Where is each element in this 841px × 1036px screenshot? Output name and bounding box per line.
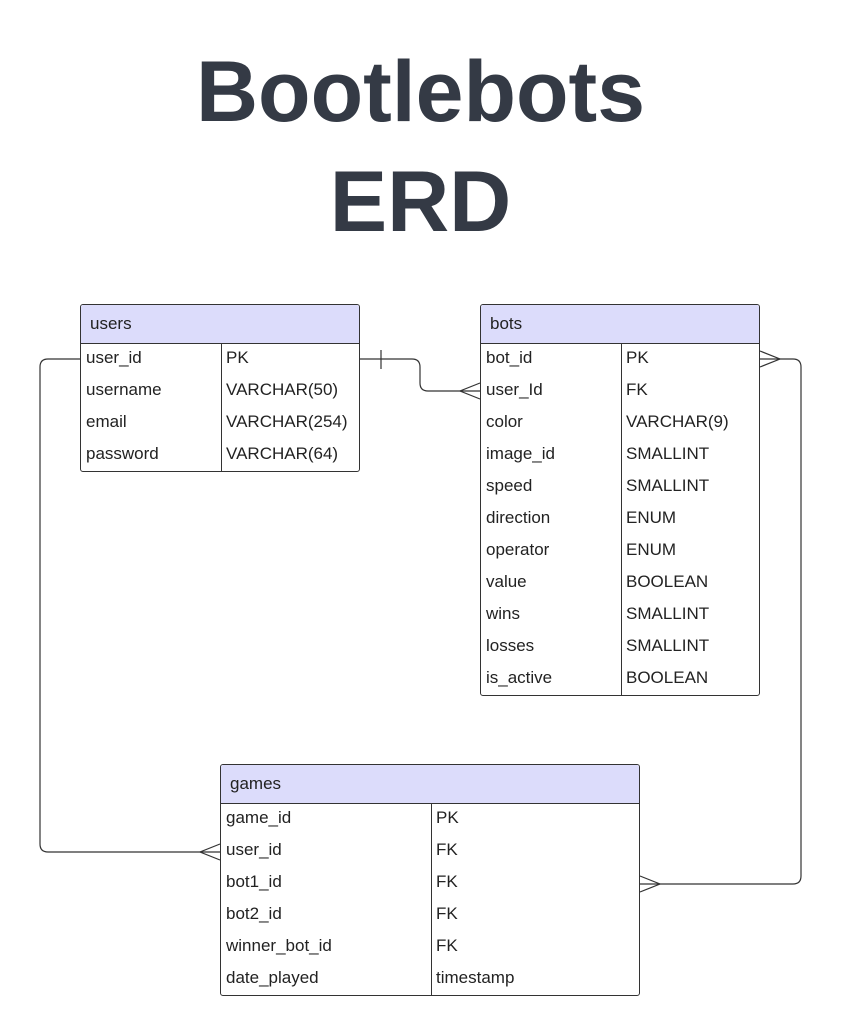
table-row: color VARCHAR(9)	[481, 409, 759, 441]
field-name: losses	[486, 636, 535, 655]
field-name: bot2_id	[226, 904, 282, 923]
table-row: bot_id PK	[481, 345, 759, 377]
rel-bots-games-line	[640, 358, 802, 885]
field-type: FK	[436, 936, 458, 955]
field-name: speed	[486, 476, 533, 495]
crowfoot-marker	[458, 382, 481, 400]
column-divider	[221, 344, 222, 471]
column-divider	[431, 804, 432, 995]
field-type: VARCHAR(64)	[226, 444, 339, 463]
table-row: losses SMALLINT	[481, 633, 759, 665]
field-type: BOOLEAN	[626, 668, 709, 687]
table-row: is_active BOOLEAN	[481, 665, 759, 695]
table-row: bot1_id FK	[221, 869, 639, 901]
entity-bots[interactable]: bots bot_id PK user_Id FK color VARCHAR(9) …	[480, 304, 760, 696]
table-row: wins SMALLINT	[481, 601, 759, 633]
table-row: value BOOLEAN	[481, 569, 759, 601]
field-name: user_id	[226, 840, 282, 859]
crowfoot-marker	[198, 843, 221, 861]
field-type: FK	[436, 872, 458, 891]
table-row: speed SMALLINT	[481, 473, 759, 505]
entity-header: bots	[481, 305, 759, 344]
field-name: value	[486, 572, 527, 591]
field-name: user_id	[86, 348, 142, 367]
field-type: timestamp	[436, 968, 515, 987]
field-type: SMALLINT	[626, 636, 710, 655]
entity-users[interactable]: users user_id PK username VARCHAR(50) emai…	[80, 304, 360, 472]
crowfoot-marker	[759, 350, 782, 368]
entity-header: users	[81, 305, 359, 344]
table-row: date_played timestamp	[221, 965, 639, 995]
field-name: direction	[486, 508, 551, 527]
field-name: bot_id	[486, 348, 533, 367]
field-type: PK	[226, 348, 249, 367]
field-name: color	[486, 412, 523, 431]
table-row: image_id SMALLINT	[481, 441, 759, 473]
table-row: operator ENUM	[481, 537, 759, 569]
field-name: game_id	[226, 808, 292, 827]
table-row: winner_bot_id FK	[221, 933, 639, 965]
field-name: email	[86, 412, 127, 431]
field-type: ENUM	[626, 540, 677, 559]
field-name: winner_bot_id	[226, 936, 332, 955]
field-type: FK	[626, 380, 648, 399]
table-row: direction ENUM	[481, 505, 759, 537]
field-type: SMALLINT	[626, 444, 710, 463]
field-type: FK	[436, 840, 458, 859]
crowfoot-marker	[639, 875, 662, 893]
table-row: bot2_id FK	[221, 901, 639, 933]
column-divider	[621, 344, 622, 695]
rel-users-bots-line	[360, 358, 480, 392]
field-name: date_played	[226, 968, 319, 987]
table-row: email VARCHAR(254)	[81, 409, 359, 441]
table-row: username VARCHAR(50)	[81, 377, 359, 409]
table-row: user_id PK	[81, 345, 359, 377]
field-type: ENUM	[626, 508, 677, 527]
table-row: user_id FK	[221, 837, 639, 869]
field-name: username	[86, 380, 162, 399]
table-row: password VARCHAR(64)	[81, 441, 359, 471]
table-row: game_id PK	[221, 805, 639, 837]
field-name: password	[86, 444, 159, 463]
field-name: bot1_id	[226, 872, 282, 891]
field-name: wins	[486, 604, 521, 623]
field-name: operator	[486, 540, 550, 559]
table-row: user_Id FK	[481, 377, 759, 409]
rel-users-games-line	[39, 358, 220, 853]
diagram-title-line-2: ERD	[329, 154, 512, 250]
field-type: VARCHAR(254)	[226, 412, 348, 431]
field-type: VARCHAR(50)	[226, 380, 339, 399]
field-name: image_id	[486, 444, 555, 463]
field-name: user_Id	[486, 380, 543, 399]
entity-header: games	[221, 765, 639, 804]
entity-body: bot_id PK user_Id FK color VARCHAR(9) image…	[481, 344, 759, 695]
field-type: SMALLINT	[626, 476, 710, 495]
field-type: SMALLINT	[626, 604, 710, 623]
diagram-title-line-1: Bootlebots	[195, 44, 646, 140]
field-type: BOOLEAN	[626, 572, 709, 591]
field-type: PK	[436, 808, 459, 827]
field-type: FK	[436, 904, 458, 923]
field-type: PK	[626, 348, 649, 367]
field-type: VARCHAR(9)	[626, 412, 729, 431]
field-name: is_active	[486, 668, 553, 687]
